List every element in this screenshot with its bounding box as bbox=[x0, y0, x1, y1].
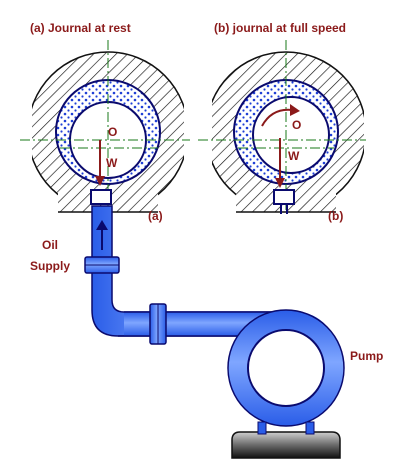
pump-label: Pump bbox=[350, 349, 383, 363]
oil-supply-label-line2: Supply bbox=[30, 259, 70, 273]
pump: Pump bbox=[227, 309, 383, 459]
title-journal-at-full-speed: (b) journal at full speed bbox=[214, 21, 346, 35]
oil-inlet-b bbox=[273, 189, 295, 205]
bearing-a: O W (a) bbox=[20, 40, 190, 223]
tag-b: (b) bbox=[328, 209, 343, 223]
rotation-arrow bbox=[261, 108, 293, 127]
center-label-b: O bbox=[292, 118, 301, 132]
journal-b bbox=[252, 96, 330, 174]
tag-a: (a) bbox=[148, 209, 163, 223]
oil-inlet-a bbox=[90, 189, 112, 205]
weight-label-a: W bbox=[106, 156, 118, 170]
oil-supply-label-line1: Oil bbox=[42, 238, 58, 252]
bearing-b: O W (b) bbox=[198, 40, 366, 223]
title-journal-at-rest: (a) Journal at rest bbox=[30, 21, 131, 35]
pump-base bbox=[231, 431, 341, 459]
weight-label-b: W bbox=[288, 149, 300, 163]
center-label-a: O bbox=[108, 125, 117, 139]
